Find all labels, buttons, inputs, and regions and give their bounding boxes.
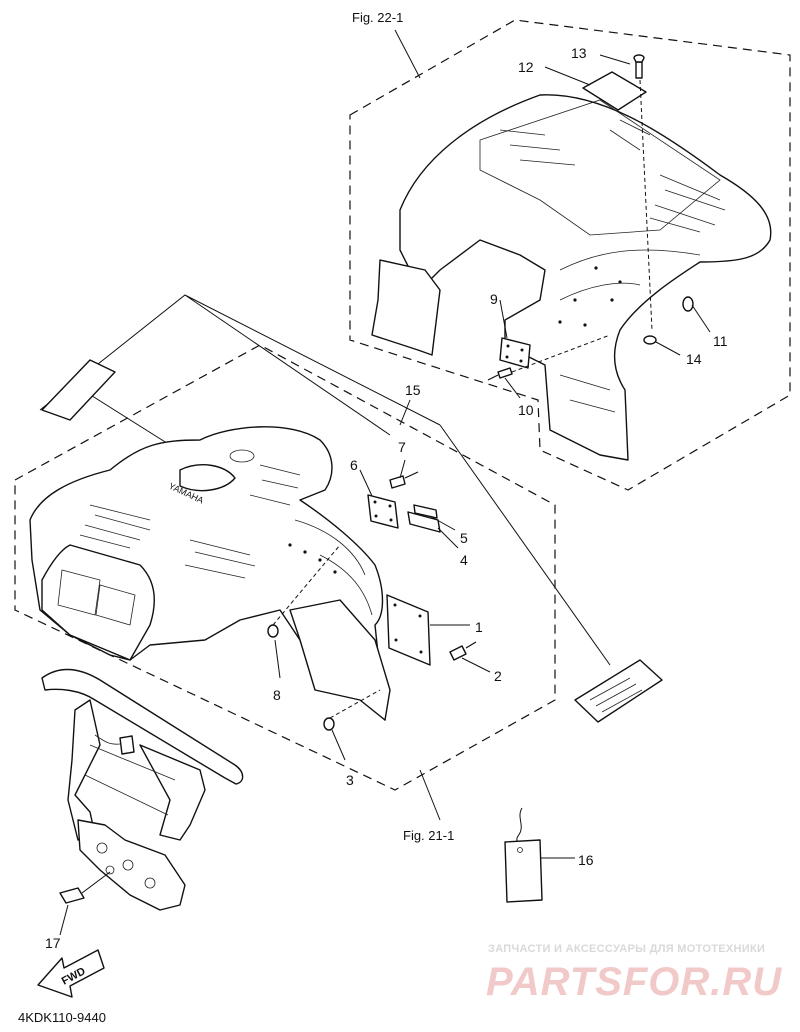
part-1-plate <box>386 594 431 666</box>
part-6-plate <box>367 494 399 529</box>
watermark-tagline: ЗАПЧАСТИ И АКСЕССУАРЫ ДЛЯ МОТОТЕХНИКИ <box>488 943 765 955</box>
callout-4: 4 <box>460 552 468 568</box>
callout-1: 1 <box>475 619 483 635</box>
part-4-bracket <box>407 511 441 533</box>
callout-5: 5 <box>460 530 468 546</box>
fig-ref-front: Fig. 21-1 <box>403 828 454 843</box>
callout-9: 9 <box>490 291 498 307</box>
fig-ref-rear: Fig. 22-1 <box>352 10 403 25</box>
front-fender-group-box <box>14 344 556 791</box>
part-7-screw <box>389 471 419 489</box>
warning-decal <box>574 659 663 723</box>
part-13-screw <box>633 54 645 79</box>
drawing-code: 4KDK110-9440 <box>18 1010 106 1025</box>
callout-10: 10 <box>518 402 534 418</box>
callout-13: 13 <box>571 45 587 61</box>
callout-8: 8 <box>273 687 281 703</box>
front-fender: YAMAHA <box>29 426 391 721</box>
part-12-plate <box>582 71 647 111</box>
part-10-screw <box>487 367 513 381</box>
callout-16: 16 <box>578 852 594 868</box>
front-guard <box>41 668 244 841</box>
part-11-grommet <box>682 296 694 312</box>
callout-11: 11 <box>713 333 728 349</box>
watermark-brand: PARTSFOR.RU <box>486 960 782 1004</box>
callout-2: 2 <box>494 668 502 684</box>
callout-12: 12 <box>518 59 534 75</box>
front-fig-leader <box>399 399 411 426</box>
part-3-washer <box>323 717 335 731</box>
part-5-clip <box>413 504 438 519</box>
rear-fender-group-box <box>349 19 791 491</box>
part-14-washer <box>643 335 657 345</box>
decal-outline <box>41 359 116 421</box>
part-16-tag <box>504 807 543 903</box>
part-17-clip <box>59 887 85 904</box>
callout-15: 15 <box>405 382 421 398</box>
callout-3: 3 <box>346 772 354 788</box>
callout-14: 14 <box>686 351 702 367</box>
front-bracket <box>77 819 186 911</box>
callout-17: 17 <box>45 935 61 951</box>
part-2-screw <box>449 641 477 661</box>
fwd-arrow-icon: FWD <box>37 949 105 998</box>
rear-fig-leader <box>394 29 421 79</box>
callout-6: 6 <box>350 457 358 473</box>
part-8-washer <box>267 624 279 638</box>
callout-7: 7 <box>398 439 406 455</box>
rear-fender <box>371 94 772 461</box>
